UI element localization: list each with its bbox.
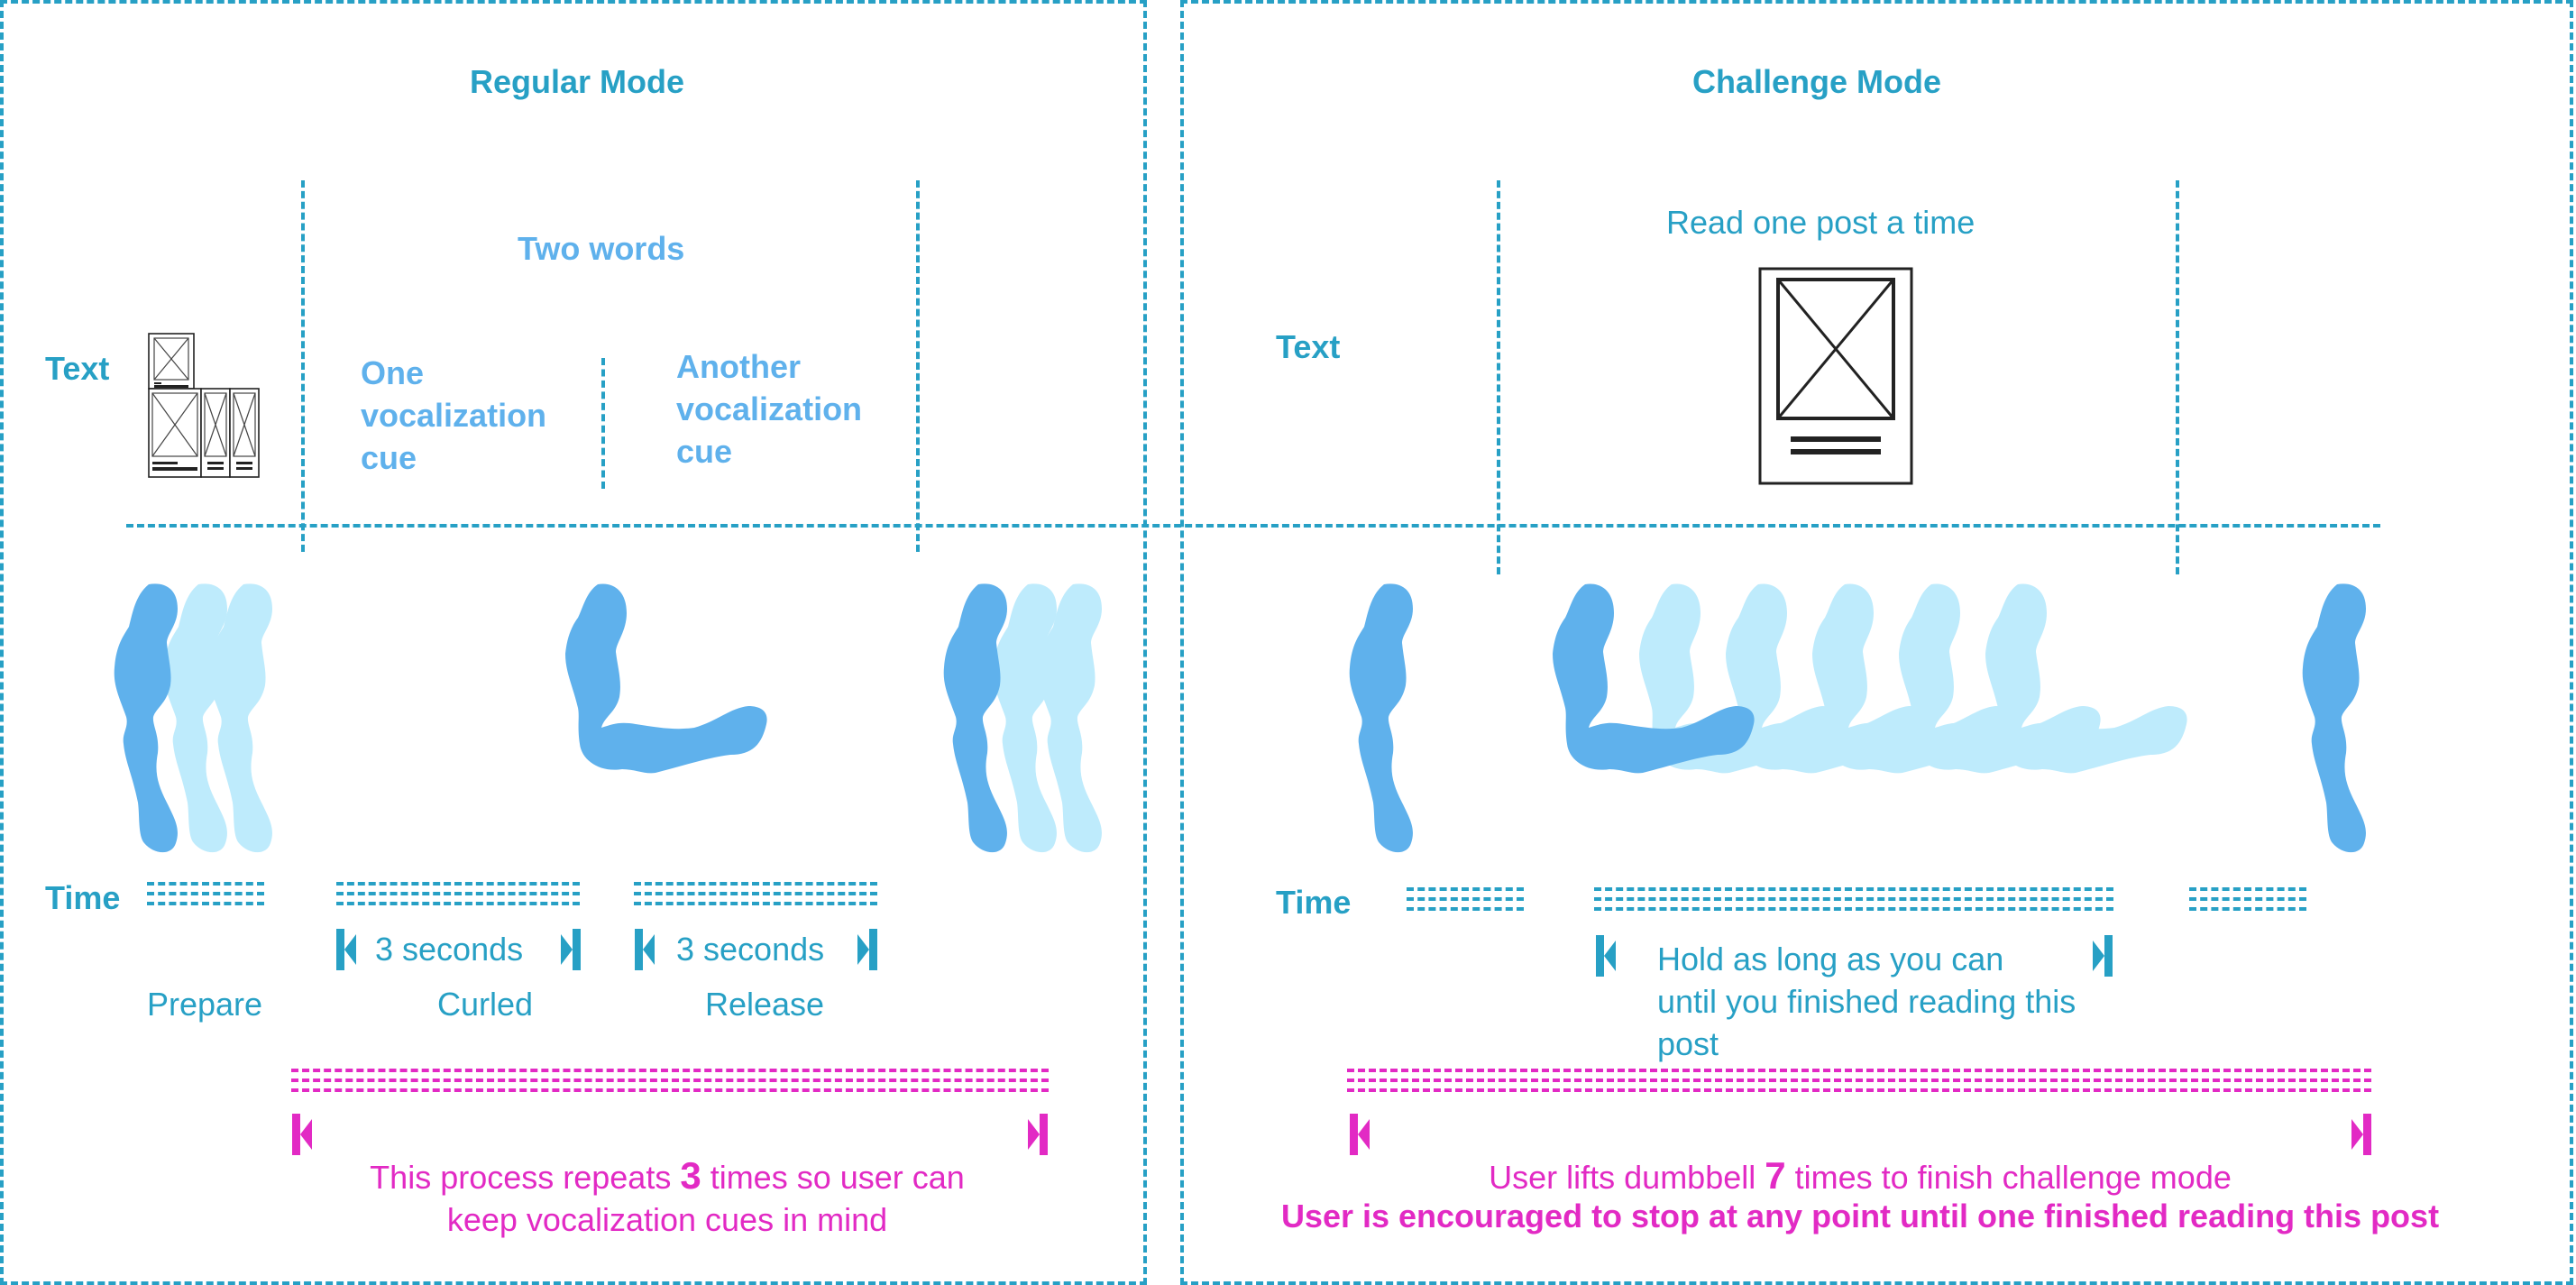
timeline-challenge-end xyxy=(2189,887,2306,917)
repeat-description: This process repeats 3 times so user can… xyxy=(370,1154,965,1241)
regular-column-divider-left xyxy=(301,180,305,552)
timeline-challenge-start xyxy=(1407,887,1524,917)
cue-two-line: cue xyxy=(676,433,733,470)
challenge-time-label: Time xyxy=(1276,884,1352,921)
challenge-mode-title: Challenge Mode xyxy=(1691,63,1942,100)
phase-prepare: Prepare xyxy=(146,986,263,1023)
text-row-divider xyxy=(126,524,2380,528)
repeat-count: 3 xyxy=(680,1154,701,1197)
cue-two-line: vocalization xyxy=(676,390,863,427)
challenge-text-label: Text xyxy=(1276,328,1341,365)
document-icon xyxy=(1758,267,1913,485)
arm-start-icon xyxy=(1349,583,1413,853)
challenge-column-divider-right xyxy=(2176,180,2179,574)
challenge-mode-panel xyxy=(1180,0,2573,1285)
repeat-span-line xyxy=(291,1069,1049,1098)
regular-text-label: Text xyxy=(45,350,110,387)
arm-straight-icon xyxy=(114,583,178,853)
two-words-label: Two words xyxy=(518,230,685,267)
cue-one-line: cue xyxy=(361,439,417,476)
timeline-prepare xyxy=(147,882,264,912)
hold-line: Hold as long as you can xyxy=(1657,941,2004,978)
cue-two-line: Another xyxy=(676,348,801,385)
hold-line: post xyxy=(1657,1025,1719,1062)
lift-description: User lifts dumbbell 7 times to finish ch… xyxy=(1489,1154,2232,1197)
cue-one-line: One xyxy=(361,354,425,391)
repeat-line-1: This process repeats 3 times so user can xyxy=(370,1154,965,1197)
regular-mode-panel xyxy=(0,0,1147,1285)
curled-duration: 3 seconds xyxy=(375,931,524,968)
lift-count: 7 xyxy=(1765,1154,1786,1197)
vocalization-cue-two: Another vocalization cue xyxy=(676,345,862,473)
repeat-bracket-start-icon xyxy=(292,1114,312,1155)
timeline-release xyxy=(634,882,877,912)
hold-description: Hold as long as you can until you finish… xyxy=(1657,938,2076,1065)
bracket-end-icon xyxy=(857,929,877,970)
hold-bracket-start-icon xyxy=(1596,935,1616,977)
timeline-challenge-hold xyxy=(1594,887,2113,917)
bracket-start-icon xyxy=(635,929,655,970)
regular-time-label: Time xyxy=(45,879,121,916)
vocalization-cue-one: One vocalization cue xyxy=(361,352,546,479)
arm-release-group xyxy=(943,583,1102,853)
release-duration: 3 seconds xyxy=(676,931,825,968)
challenge-bracket-end-icon xyxy=(2351,1114,2371,1155)
hold-bracket-end-icon xyxy=(2093,935,2113,977)
regular-mode-title: Regular Mode xyxy=(469,63,685,100)
arm-curled-icon xyxy=(565,583,767,774)
repeat-line-2: keep vocalization cues in mind xyxy=(446,1201,888,1238)
repeat-bracket-end-icon xyxy=(1028,1114,1048,1155)
document-collage-icon xyxy=(148,333,260,478)
timeline-curled xyxy=(336,882,580,912)
hold-line: until you finished reading this xyxy=(1657,983,2076,1020)
phase-curled: Curled xyxy=(436,986,534,1023)
cue-one-line: vocalization xyxy=(361,397,547,434)
encourage-description: User is encouraged to stop at any point … xyxy=(1280,1198,2440,1235)
arm-prepare-group xyxy=(114,583,272,853)
regular-column-divider-right xyxy=(916,180,920,552)
arm-end-icon xyxy=(2302,583,2366,853)
bracket-start-icon xyxy=(336,929,356,970)
read-one-post-label: Read one post a time xyxy=(1666,204,1976,241)
arm-straight-icon xyxy=(943,583,1007,853)
challenge-column-divider-left xyxy=(1497,180,1500,574)
arm-hold-group xyxy=(1553,583,2187,774)
challenge-span-line xyxy=(1347,1069,2371,1098)
cue-divider xyxy=(601,358,605,489)
phase-release: Release xyxy=(704,986,825,1023)
bracket-end-icon xyxy=(561,929,581,970)
challenge-bracket-start-icon xyxy=(1350,1114,1370,1155)
